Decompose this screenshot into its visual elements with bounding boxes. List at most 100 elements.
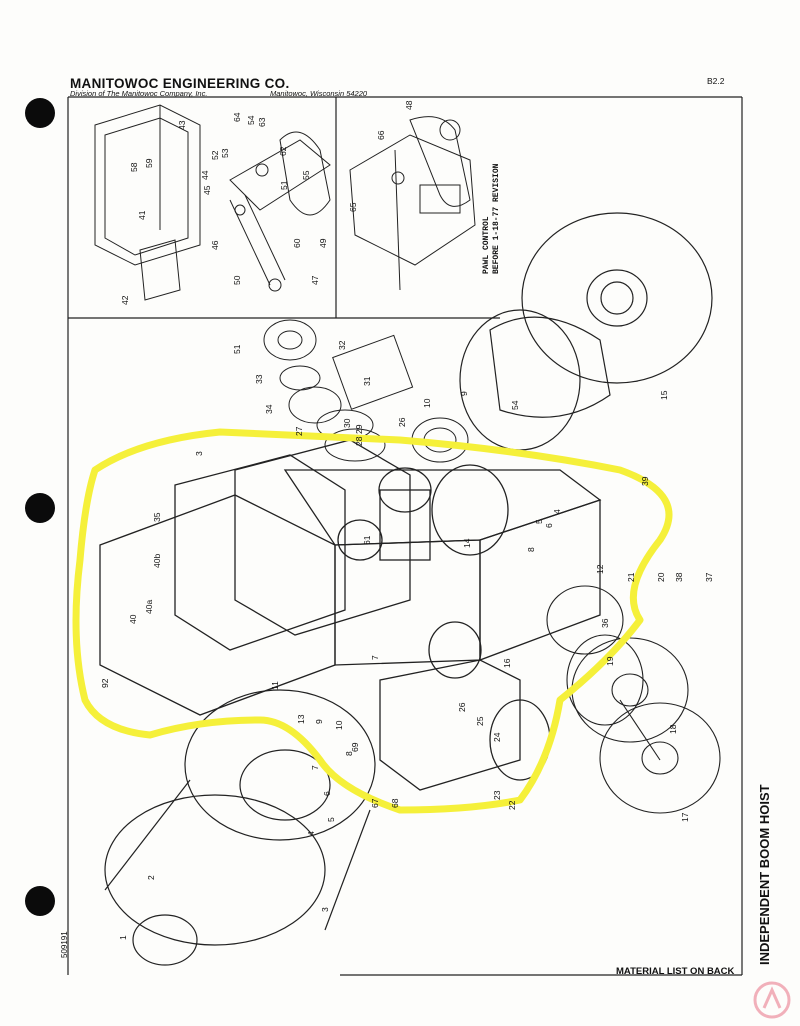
callout-number: 38 xyxy=(674,572,684,582)
page-code: B2.2 xyxy=(707,76,725,86)
callout-number: 32 xyxy=(337,340,347,350)
callout-number: 10 xyxy=(334,720,344,730)
callout-number: 7 xyxy=(370,655,380,660)
callout-number: 65 xyxy=(348,202,358,212)
callout-number: 10 xyxy=(422,398,432,408)
callout-number: 51 xyxy=(232,344,242,354)
callout-number: 40 xyxy=(128,614,138,624)
inset-left-drawing xyxy=(94,104,331,301)
callout-number: 28 xyxy=(354,436,364,446)
callout-number: 20 xyxy=(656,572,666,582)
callout-number: 34 xyxy=(264,404,274,414)
callout-number: 36 xyxy=(600,618,610,628)
document-number: 509191 xyxy=(60,931,69,958)
division-line: Division of The Manitowoc Company, Inc. xyxy=(70,89,208,98)
callout-number: 19 xyxy=(605,656,615,666)
upper-right-drum xyxy=(459,212,713,451)
callout-number: 53 xyxy=(220,148,230,158)
callout-number: 59 xyxy=(144,158,154,168)
callout-number: 3 xyxy=(320,907,330,912)
callout-number: 26 xyxy=(457,702,467,712)
watermark-icon xyxy=(753,981,791,1019)
binder-hole-middle xyxy=(25,493,55,523)
callout-number: 29 xyxy=(354,424,364,434)
callout-number: 31 xyxy=(362,376,372,386)
callout-number: 61 xyxy=(362,535,372,545)
lower-left-drum xyxy=(104,689,376,966)
callout-number: 92 xyxy=(100,678,110,688)
callout-number: 40b xyxy=(152,554,162,568)
callout-number: 9 xyxy=(314,719,324,724)
callout-number: 58 xyxy=(129,162,139,172)
callout-number: 62 xyxy=(278,146,288,156)
binder-hole-bottom xyxy=(25,886,55,916)
callout-number: 3 xyxy=(194,451,204,456)
callout-number: 43 xyxy=(177,120,187,130)
callout-number: 39 xyxy=(640,476,650,486)
callout-number: 41 xyxy=(137,210,147,220)
material-list-note: MATERIAL LIST ON BACK xyxy=(616,966,735,977)
location-line: Manitowoc, Wisconsin 54220 xyxy=(270,89,368,98)
callout-number: 67 xyxy=(370,798,380,808)
callout-number: 6 xyxy=(544,523,554,528)
callout-number: 24 xyxy=(492,732,502,742)
inset-right-drawing xyxy=(349,116,476,291)
callout-number: 12 xyxy=(595,564,605,574)
callout-number: 51 xyxy=(279,180,289,190)
gearbox-housing xyxy=(99,439,602,791)
binder-hole-top xyxy=(25,98,55,128)
callout-number: 11 xyxy=(270,681,280,690)
callout-number: 40a xyxy=(144,600,154,614)
callout-number: 47 xyxy=(310,275,320,285)
callout-number: 66 xyxy=(376,130,386,140)
callout-number: 64 xyxy=(232,112,242,122)
callout-number: 63 xyxy=(257,117,267,127)
callout-number: 23 xyxy=(492,790,502,800)
company-name: MANITOWOC ENGINEERING CO. xyxy=(70,76,290,91)
callout-number: 35 xyxy=(152,512,162,522)
callout-number: 33 xyxy=(254,374,264,384)
yellow-highlight-outline xyxy=(72,428,673,814)
callout-number: 52 xyxy=(210,150,220,160)
callout-number: 54 xyxy=(246,115,256,125)
side-title: INDEPENDENT BOOM HOIST xyxy=(757,784,772,965)
callout-labels: 43 58 59 41 42 64 54 63 52 53 44 45 46 6… xyxy=(100,100,714,940)
callout-number: 4 xyxy=(552,509,562,514)
callout-number: 30 xyxy=(342,418,352,428)
callout-number: 8 xyxy=(344,751,354,756)
callout-number: 16 xyxy=(502,658,512,668)
callout-number: 8 xyxy=(526,547,536,552)
callout-number: 7 xyxy=(310,765,320,770)
callout-number: 6 xyxy=(322,791,332,796)
callout-number: 9 xyxy=(459,391,469,396)
callout-number: 5 xyxy=(326,817,336,822)
callout-number: 1 xyxy=(118,935,128,940)
callout-number: 15 xyxy=(659,390,669,400)
callout-number: 37 xyxy=(704,572,714,582)
callout-number: 22 xyxy=(507,800,517,810)
callout-number: 4 xyxy=(306,831,316,836)
callout-number: 25 xyxy=(475,716,485,726)
callout-number: 26 xyxy=(397,417,407,427)
callout-number: 46 xyxy=(210,240,220,250)
callout-number: 21 xyxy=(626,572,636,582)
callout-number: 49 xyxy=(318,238,328,248)
callout-number: 50 xyxy=(232,275,242,285)
callout-number: 60 xyxy=(292,238,302,248)
callout-number: 44 xyxy=(200,170,210,180)
callout-number: 48 xyxy=(404,100,414,110)
callout-number: 54 xyxy=(510,400,520,410)
callout-number: 45 xyxy=(202,185,212,195)
callout-number: 55 xyxy=(301,170,311,180)
callout-number: 2 xyxy=(146,875,156,880)
callout-number: 69 xyxy=(350,742,360,752)
callout-number: 14 xyxy=(462,538,472,548)
pawl-control-note: PAWL CONTROL BEFORE 1-18-77 REVISION xyxy=(482,163,501,274)
callout-number: 18 xyxy=(668,724,678,734)
callout-number: 68 xyxy=(390,798,400,808)
callout-number: 13 xyxy=(296,714,306,724)
callout-number: 17 xyxy=(680,812,690,822)
callout-number: 5 xyxy=(534,519,544,524)
